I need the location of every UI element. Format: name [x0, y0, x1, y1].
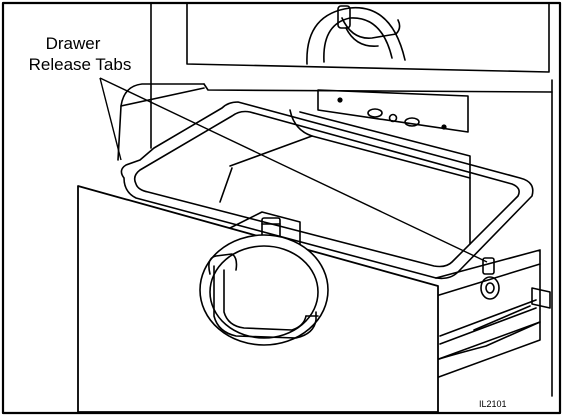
leader-right-tab: [99, 77, 488, 263]
upper-drawer-handle: [306, 5, 406, 65]
drawer-side-rail: [435, 249, 541, 361]
figure-id: IL2101: [479, 399, 507, 409]
right-release-tab: [482, 257, 495, 275]
pan-interior: [219, 109, 471, 245]
opening-top-edge: [203, 83, 553, 93]
drawer-front-handle: [199, 234, 329, 346]
pan-outer-rim: [120, 101, 534, 280]
pan-inner-rim: [133, 110, 520, 268]
callout-leaders: [99, 77, 488, 263]
callout-label-line2: Release Tabs: [16, 54, 144, 75]
control-plate: [317, 89, 469, 133]
lower-slide: [435, 321, 541, 379]
upper-drawer-front: [186, 3, 550, 73]
callout-label-line1: Drawer: [38, 33, 108, 54]
mounting-bracket: [531, 287, 551, 309]
leader-left-tab: [99, 77, 122, 161]
